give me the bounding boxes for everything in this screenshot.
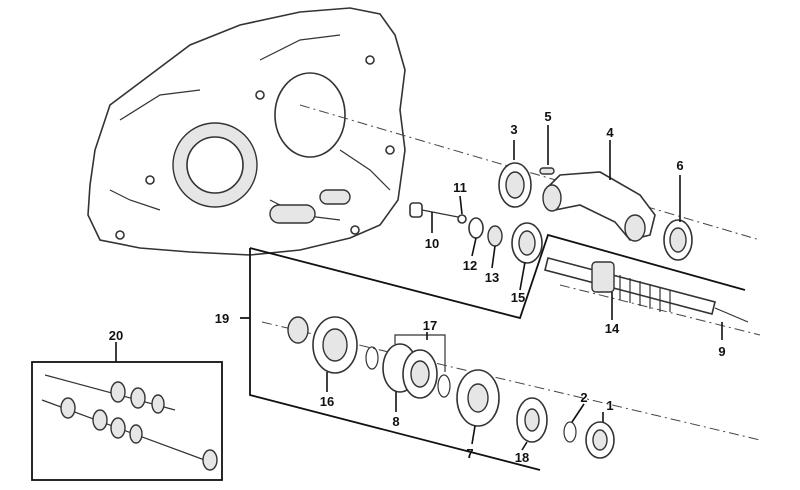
callout-15: 15: [511, 290, 525, 305]
callout-9: 9: [718, 344, 725, 359]
callout-20: 20: [109, 328, 123, 343]
circlips-17: [365, 346, 451, 398]
selector-arm-4: [542, 171, 656, 242]
callout-11: 11: [453, 180, 467, 195]
gear-7: [456, 369, 500, 427]
callout-13: 13: [485, 270, 499, 285]
callout-19: 19: [215, 311, 229, 326]
bearing-3: [498, 162, 532, 208]
callout-3: 3: [510, 122, 517, 137]
bearing-15: [511, 222, 543, 264]
callout-2: 2: [580, 390, 587, 405]
callout-5: 5: [544, 109, 551, 124]
gear-18: [516, 397, 548, 443]
circlip-13: [487, 225, 503, 247]
gear-8: [382, 343, 438, 399]
callout-14: 14: [605, 321, 620, 336]
bolt-10: [409, 202, 459, 218]
callout-8: 8: [392, 414, 399, 429]
callout-18: 18: [515, 450, 529, 465]
assembly-frame-19: [240, 233, 746, 471]
bearing-6: [663, 219, 693, 261]
main-shaft-14: [544, 257, 749, 323]
leader-lines: [115, 125, 723, 451]
callout-17: 17: [423, 318, 437, 333]
callout-12: 12: [463, 258, 477, 273]
bushing-part: [287, 316, 309, 344]
callout-1: 1: [606, 398, 613, 413]
callout-7: 7: [466, 446, 473, 461]
washer-12: [468, 217, 484, 239]
crankcase-half: [87, 7, 406, 256]
callout-16: 16: [320, 394, 334, 409]
needle-bearing-1: [585, 421, 615, 459]
callout-6: 6: [676, 158, 683, 173]
pin-5: [539, 167, 555, 175]
gear-16: [312, 316, 358, 374]
callout-10: 10: [425, 236, 439, 251]
callout-4: 4: [606, 125, 614, 140]
washer-11: [457, 214, 467, 224]
circlip-2: [563, 421, 577, 443]
inset-assembly-20: [31, 361, 223, 481]
